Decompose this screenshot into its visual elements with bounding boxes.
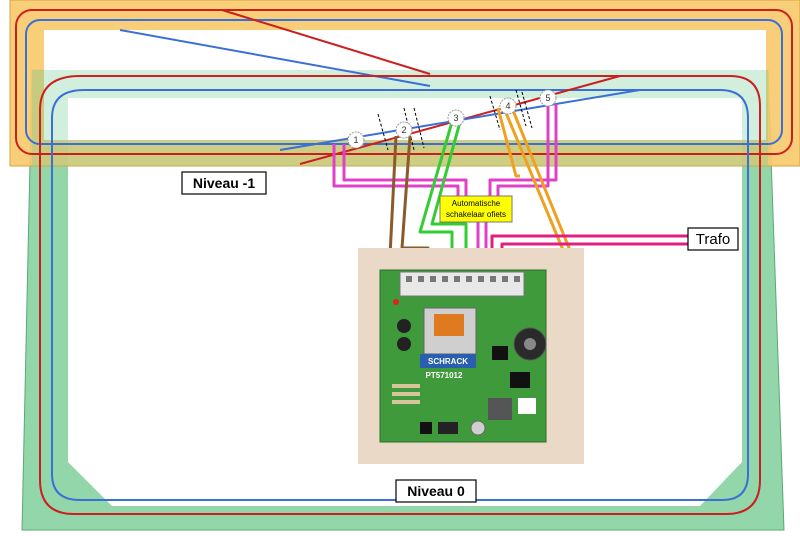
svg-text:4: 4 bbox=[505, 101, 510, 111]
section-marker-4: 4 bbox=[499, 97, 517, 115]
pcb-board: SCHRACK PT571012 bbox=[358, 248, 584, 464]
wire-magenta-5b bbox=[488, 104, 558, 200]
section-marker-1: 1 bbox=[347, 131, 365, 149]
level-minus1-label: Niveau -1 bbox=[181, 171, 267, 195]
wire-orange-c bbox=[496, 107, 520, 178]
svg-text:Niveau -1: Niveau -1 bbox=[193, 175, 255, 191]
trafo-label: Trafo bbox=[687, 227, 739, 251]
svg-text:Niveau 0: Niveau 0 bbox=[407, 483, 465, 499]
svg-text:3: 3 bbox=[453, 113, 458, 123]
svg-text:1: 1 bbox=[353, 135, 358, 145]
level-minus1-rails bbox=[15, 9, 793, 155]
section-marker-5: 5 bbox=[539, 89, 557, 107]
automatic-switch-label-2: schakelaar ofiets bbox=[446, 210, 506, 219]
svg-text:Trafo: Trafo bbox=[696, 231, 730, 248]
level-minus1-area bbox=[9, 0, 800, 167]
wire-magenta-1b bbox=[342, 144, 468, 200]
board-model: PT571012 bbox=[426, 371, 463, 380]
wire-magenta-1 bbox=[332, 144, 460, 200]
level-0-label: Niveau 0 bbox=[395, 479, 477, 503]
wire-magenta-5 bbox=[496, 104, 550, 200]
svg-text:2: 2 bbox=[401, 125, 406, 135]
section-markers: 1 2 3 4 5 bbox=[347, 89, 557, 149]
automatic-switch-box: Automatische schakelaar ofiets bbox=[439, 195, 513, 223]
automatic-switch-label-1: Automatische bbox=[452, 199, 501, 208]
svg-text:5: 5 bbox=[545, 93, 550, 103]
board-brand: SCHRACK bbox=[428, 357, 468, 366]
section-marker-2: 2 bbox=[395, 121, 413, 139]
section-marker-3: 3 bbox=[447, 109, 465, 127]
